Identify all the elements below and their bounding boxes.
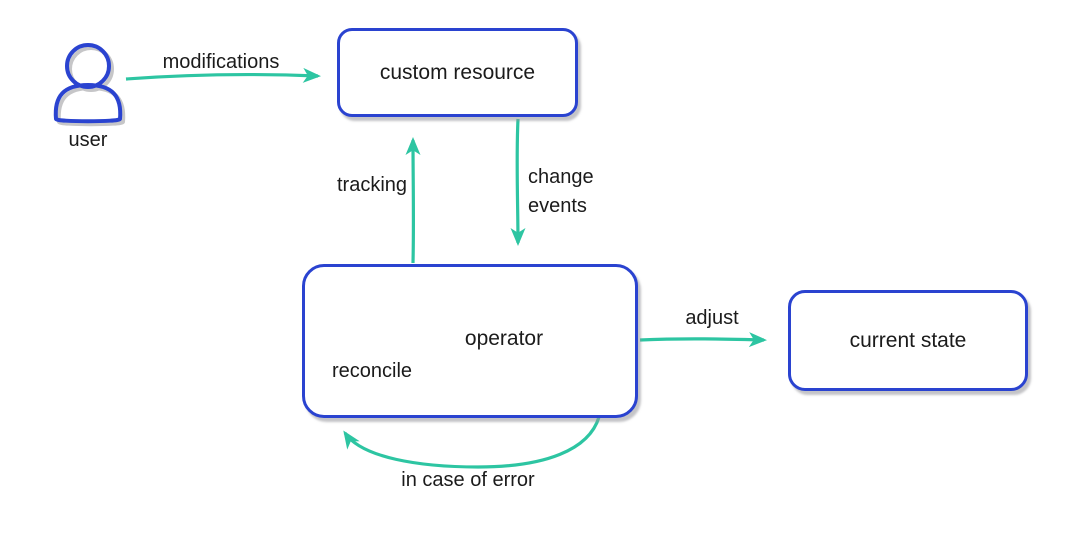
modifications-arrow	[125, 67, 321, 83]
change-events-edge-label: change events	[528, 163, 638, 221]
error-loop-edge-label: in case of error	[401, 469, 535, 491]
adjust-arrow	[639, 332, 767, 348]
change-events-label-line2: events	[528, 195, 587, 217]
change-events-arrow	[510, 118, 526, 246]
node-custom-resource: custom resource	[337, 28, 578, 117]
node-operator	[302, 264, 638, 418]
current-state-label: current state	[849, 328, 967, 352]
node-current-state: current state	[788, 290, 1028, 391]
reconcile-label: reconcile	[331, 360, 413, 382]
operator-label: operator	[464, 327, 544, 350]
modifications-edge-label: modifications	[162, 51, 280, 73]
change-events-label-line1: change	[528, 166, 594, 188]
person-icon	[53, 43, 123, 124]
custom-resource-label: custom resource	[379, 60, 536, 84]
adjust-edge-label: adjust	[685, 307, 739, 329]
user-label: user	[68, 129, 108, 151]
error-loop-arrow	[343, 416, 601, 469]
tracking-edge-label: tracking	[336, 174, 408, 196]
